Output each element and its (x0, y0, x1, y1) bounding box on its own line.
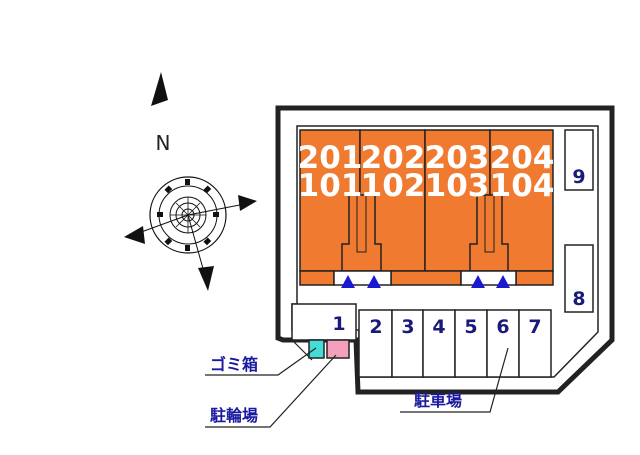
compass-ring-marks (157, 179, 219, 251)
south-arrow-icon (198, 266, 214, 291)
parking-area (291, 129, 594, 378)
parking-label-5: 5 (464, 316, 477, 338)
parking-lot-label: 駐車場 (414, 391, 462, 410)
parking-label-7: 7 (528, 316, 541, 338)
parking-space-7 (518, 309, 552, 378)
garbage-leader-line (205, 347, 317, 376)
ground-strip-2 (390, 270, 462, 286)
north-arrow-icon (151, 72, 168, 106)
west-arrow-icon (124, 226, 145, 244)
entrance-triangle-icon (341, 275, 355, 288)
unit-label-102: 102 (361, 168, 426, 204)
unit-label-202: 202 (361, 140, 426, 176)
unit-label-103: 103 (425, 168, 490, 204)
ground-strip-gap-1 (333, 270, 392, 286)
garbage-box (308, 339, 325, 359)
entrance-triangle-icon (367, 275, 381, 288)
parking-space-1 (291, 303, 357, 341)
parking-space-9 (564, 129, 594, 191)
parking-label-4: 4 (432, 316, 445, 338)
garbage-label: ゴミ箱 (210, 355, 258, 374)
bicycle-parking-label: 駐輪場 (210, 406, 258, 425)
entrance-triangle-icon (496, 275, 510, 288)
parking-leader-line (400, 347, 509, 413)
bicycle-parking-box (326, 339, 350, 359)
ground-strip-1 (299, 270, 335, 286)
east-arrow-icon (238, 195, 257, 211)
unit-label-203: 203 (425, 140, 490, 176)
entrance-triangle-icon (471, 275, 485, 288)
parking-label-2: 2 (369, 316, 382, 338)
staircase-a-inner (356, 195, 367, 253)
parking-space-8 (564, 244, 594, 313)
ground-strip-3 (515, 270, 554, 286)
parking-label-8: 8 (572, 288, 585, 310)
parking-label-1: 1 (332, 313, 345, 335)
parking-space-4 (422, 309, 456, 378)
parking-space-3 (391, 309, 424, 378)
compass: N (124, 72, 257, 291)
parking-label-9: 9 (572, 166, 585, 188)
building: 201 101 202 102 203 103 204 104 (298, 129, 555, 288)
unit-label-101: 101 (298, 168, 363, 204)
parking-labels: 1 2 3 4 5 6 7 8 9 (332, 166, 585, 338)
bicycle-leader-line (205, 354, 337, 428)
parking-label-3: 3 (401, 316, 414, 338)
north-label: N (156, 131, 171, 155)
unit-label-204: 204 (490, 140, 555, 176)
ground-strip-gap-2 (460, 270, 517, 286)
garbage-pointer-line (291, 339, 313, 361)
unit-label-201: 201 (298, 140, 363, 176)
unit-label-104: 104 (490, 168, 555, 204)
parking-label-6: 6 (496, 316, 509, 338)
staircase-b-inner (484, 195, 495, 253)
